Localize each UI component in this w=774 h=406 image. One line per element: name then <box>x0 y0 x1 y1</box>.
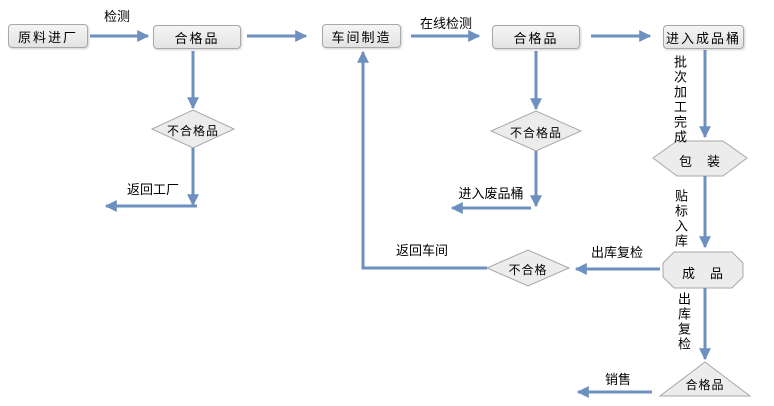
node-label-packaging: 包 装 <box>678 154 721 169</box>
edge-label-label-warehouse: 贴标入库 <box>673 189 688 249</box>
edge-label-batch-complete: 批次加工完成 <box>672 55 687 145</box>
node-qualified-incoming: 合格品 <box>153 25 241 49</box>
arrow-return-workshop <box>357 50 487 270</box>
edge-label-outbound-recheck: 出库复检 <box>590 245 643 260</box>
edge-label-return-factory: 返回工厂 <box>126 182 179 197</box>
edge-label-to-waste-barrel: 进入废品桶 <box>458 186 524 201</box>
triangle-qualified-out <box>658 361 752 397</box>
node-finished-barrel: 进入成品桶 <box>663 25 744 49</box>
diamond-unqualified-incoming <box>150 109 236 149</box>
node-label-qualified-out: 合格品 <box>685 378 725 392</box>
node-qualified-online: 合格品 <box>492 25 580 49</box>
node-label-finished-product: 成 品 <box>681 266 724 281</box>
node-workshop: 车间制造 <box>322 24 401 48</box>
node-raw-material: 原料进厂 <box>8 24 88 48</box>
edge-label-online-inspect: 在线检测 <box>419 16 472 31</box>
edge-label-outbound-recheck-vertical: 出库复检 <box>676 292 691 352</box>
node-label-unqualified-outbound: 不合格 <box>508 263 548 277</box>
diamond-unqualified-online <box>489 110 583 152</box>
node-label-unqualified-online: 不合格品 <box>509 126 562 140</box>
edge-label-sales: 销售 <box>604 372 631 387</box>
node-label-unqualified-incoming: 不合格品 <box>166 124 219 138</box>
edge-label-return-workshop: 返回车间 <box>395 243 448 258</box>
octagon-finished-product <box>662 251 744 289</box>
edge-label-inspect: 检测 <box>103 9 130 24</box>
diamond-unqualified-outbound <box>485 249 571 287</box>
hexagon-packaging <box>652 140 748 177</box>
